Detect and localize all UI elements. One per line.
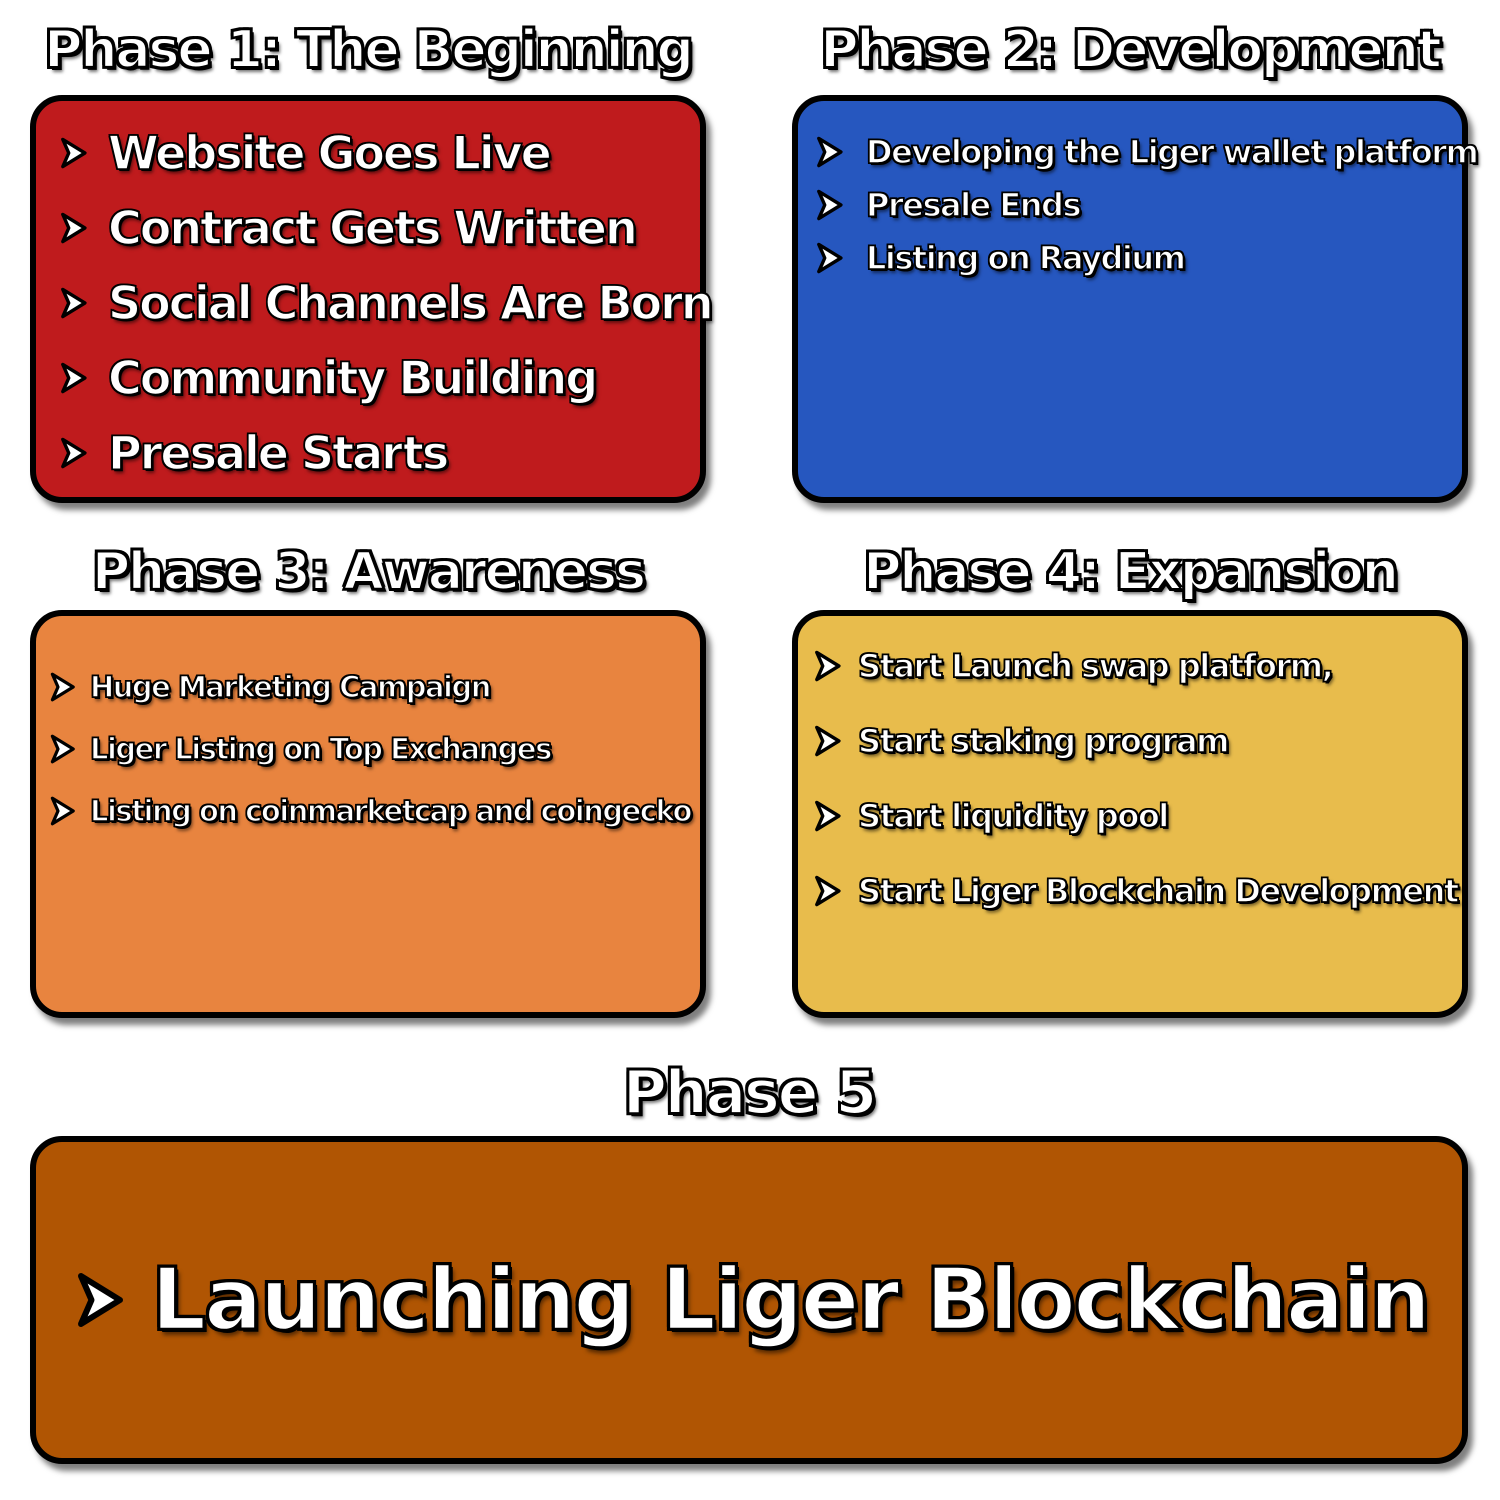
chevron-right-icon [810, 649, 844, 683]
list-item: Community Building [56, 340, 712, 415]
item-label: Start liquidity pool [857, 796, 1170, 836]
chevron-right-icon [56, 286, 90, 320]
list-item: Listing on Raydium [812, 231, 1477, 284]
chevron-right-icon [56, 136, 90, 170]
chevron-right-icon [56, 436, 90, 470]
chevron-right-icon [69, 1270, 129, 1330]
list-item: Presale Starts [56, 415, 712, 490]
chevron-right-icon [810, 874, 844, 908]
chevron-right-icon [810, 724, 844, 758]
item-label: Social Channels Are Born [107, 275, 714, 331]
item-label: Liger Listing on Top Exchanges [89, 731, 553, 767]
chevron-right-icon [46, 795, 78, 827]
item-label: Presale Starts [107, 425, 450, 481]
chevron-right-icon [812, 135, 846, 169]
phase-1-card: Website Goes Live Contract Gets Written … [30, 95, 714, 503]
list-item: Huge Marketing Campaign [46, 656, 691, 718]
phase-1-list: Website Goes Live Contract Gets Written … [56, 115, 714, 490]
phase-3-title: Phase 3: Awareness [91, 541, 647, 603]
phase-5-list: Launching Liger Blockchain [36, 1142, 1462, 1458]
phase-2-card: Developing the Liger wallet platform Pre… [792, 95, 1480, 503]
list-item: Contract Gets Written [56, 190, 712, 265]
phase-5-card: Launching Liger Blockchain [30, 1136, 1468, 1464]
item-label: Contract Gets Written [107, 200, 638, 256]
list-item: Liger Listing on Top Exchanges [46, 718, 691, 780]
list-item: Start staking program [810, 703, 1458, 778]
list-item: Developing the Liger wallet platform [812, 125, 1480, 178]
item-label: Listing on Raydium [865, 238, 1187, 278]
item-label: Developing the Liger wallet platform [865, 132, 1479, 172]
list-item: Website Goes Live [56, 115, 712, 190]
chevron-right-icon [46, 671, 78, 703]
item-label: Presale Ends [865, 185, 1082, 225]
phase-4-card: Start Launch swap platform, Start stakin… [792, 610, 1468, 1018]
phase-2-list: Developing the Liger wallet platform Pre… [812, 125, 1480, 284]
item-label: Huge Marketing Campaign [89, 669, 492, 705]
list-item: Listing on coinmarketcap and coingecko [46, 780, 693, 842]
item-label: Start staking program [857, 721, 1230, 761]
list-item: Start Liger Blockchain Development [810, 853, 1460, 928]
phase-4-list: Start Launch swap platform, Start stakin… [810, 628, 1460, 928]
chevron-right-icon [812, 241, 846, 275]
chevron-right-icon [812, 188, 846, 222]
phase-3-list: Huge Marketing Campaign Liger Listing on… [46, 656, 693, 842]
phase-1-title: Phase 1: The Beginning [43, 19, 695, 81]
list-item: Start liquidity pool [810, 778, 1458, 853]
item-label: Listing on coinmarketcap and coingecko [89, 793, 693, 829]
item-label: Launching Liger Blockchain [150, 1249, 1432, 1352]
phase-3-card: Huge Marketing Campaign Liger Listing on… [30, 610, 706, 1018]
item-label: Start Launch swap platform, [857, 646, 1334, 686]
list-item: Start Launch swap platform, [810, 628, 1458, 703]
phase-4-title: Phase 4: Expansion [862, 541, 1400, 603]
item-label: Community Building [107, 350, 599, 406]
phase-5-title: Phase 5 [622, 1057, 878, 1129]
chevron-right-icon [46, 733, 78, 765]
list-item: Launching Liger Blockchain [69, 1249, 1432, 1352]
phase-2-title: Phase 2: Development [819, 19, 1442, 81]
chevron-right-icon [56, 361, 90, 395]
chevron-right-icon [810, 799, 844, 833]
item-label: Start Liger Blockchain Development [857, 871, 1460, 911]
item-label: Website Goes Live [107, 125, 552, 181]
list-item: Presale Ends [812, 178, 1477, 231]
chevron-right-icon [56, 211, 90, 245]
list-item: Social Channels Are Born [56, 265, 714, 340]
